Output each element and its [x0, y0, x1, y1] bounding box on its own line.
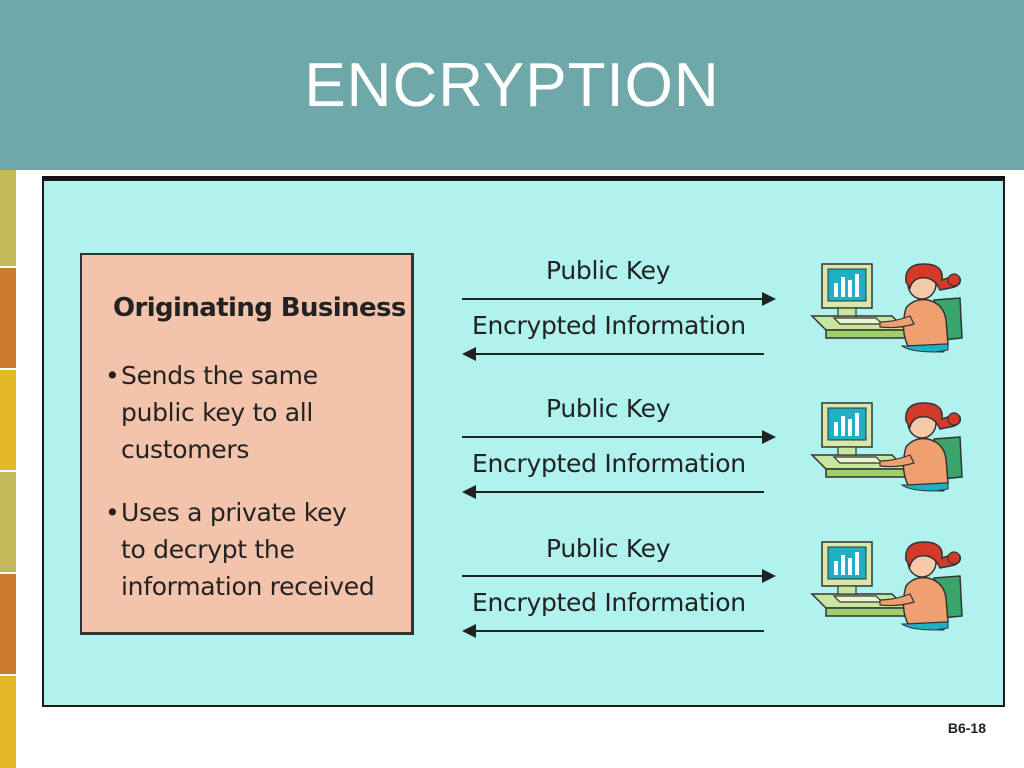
encrypted-information-label: Encrypted Information: [472, 588, 746, 617]
stripe-segment: [0, 574, 16, 674]
left-arrow-icon: [462, 485, 764, 499]
customer-computer-icon: [810, 402, 963, 492]
stripe-segment: [0, 370, 16, 470]
stripe-segment: [0, 472, 16, 572]
bullet-text: Uses a private key to decrypt the inform…: [121, 498, 375, 601]
originating-business-box: Originating Business • Sends the same pu…: [80, 253, 414, 635]
right-arrow-icon: [462, 292, 776, 306]
bullet-item: • Sends the same public key to all custo…: [105, 357, 318, 468]
bullet-marker: •: [105, 498, 120, 527]
left-arrow-icon: [462, 624, 764, 638]
right-arrow-icon: [462, 430, 776, 444]
stripe-segment: [0, 268, 16, 368]
public-key-label: Public Key: [546, 534, 671, 563]
public-key-label: Public Key: [546, 256, 671, 285]
panel-top-border: [42, 176, 1005, 180]
left-arrow-icon: [462, 347, 764, 361]
bullet-marker: •: [105, 361, 120, 390]
public-key-label: Public Key: [546, 394, 671, 423]
stripe-segment: [0, 676, 16, 768]
customer-computer-icon: [810, 541, 963, 631]
customer-computer-icon: [810, 263, 963, 353]
right-arrow-icon: [462, 569, 776, 583]
originating-business-heading: Originating Business: [113, 293, 406, 323]
encrypted-information-label: Encrypted Information: [472, 449, 746, 478]
title-bar: [0, 0, 1024, 170]
bullet-item: • Uses a private key to decrypt the info…: [105, 494, 375, 605]
bullet-text: Sends the same public key to all custome…: [121, 361, 318, 464]
encrypted-information-label: Encrypted Information: [472, 311, 746, 340]
stripe-segment: [0, 170, 16, 266]
slide-number: B6-18: [947, 720, 986, 736]
slide-title: ENCRYPTION: [304, 51, 720, 120]
